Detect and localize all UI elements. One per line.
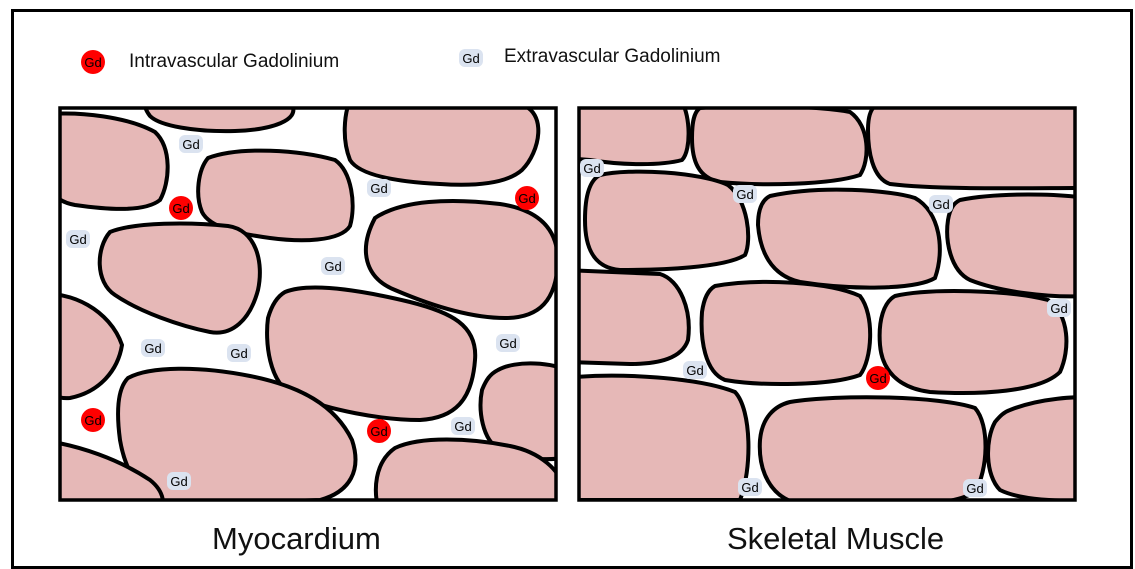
svg-text:Gd: Gd: [966, 481, 983, 496]
svg-text:Gd: Gd: [462, 51, 479, 66]
skeletal-panel: Gd Gd Gd Gd Gd Gd Gd Gd: [565, 100, 1090, 507]
svg-text:Gd: Gd: [230, 346, 247, 361]
extravascular-gd: Gd: [738, 478, 762, 496]
extravascular-gd: Gd: [367, 179, 391, 197]
svg-text:Gd: Gd: [499, 336, 516, 351]
svg-text:Gd: Gd: [370, 424, 387, 439]
muscle-fiber: [880, 291, 1067, 393]
intravascular-gd: Gd: [515, 186, 539, 210]
svg-text:Gd: Gd: [736, 187, 753, 202]
intravascular-gd: Gd: [81, 408, 105, 432]
muscle-fiber: [868, 104, 1085, 189]
muscle-fiber: [702, 282, 871, 384]
legend-extravascular-symbol: Gd: [459, 49, 483, 67]
svg-text:Gd: Gd: [686, 363, 703, 378]
skeletal-muscle-label: Skeletal Muscle: [727, 521, 944, 557]
myocyte: [37, 114, 167, 209]
myocyte: [145, 92, 294, 132]
muscle-fiber: [585, 172, 748, 270]
extravascular-gd: Gd: [66, 230, 90, 248]
svg-text:Gd: Gd: [741, 480, 758, 495]
svg-text:Gd: Gd: [869, 371, 886, 386]
extravascular-gd: Gd: [141, 339, 165, 357]
intravascular-gd: Gd: [169, 196, 193, 220]
extravascular-gd: Gd: [733, 185, 757, 203]
svg-text:Gd: Gd: [1050, 301, 1067, 316]
svg-text:Gd: Gd: [84, 55, 101, 70]
extravascular-gd: Gd: [1047, 299, 1071, 317]
svg-text:Gd: Gd: [182, 137, 199, 152]
legend-extravascular-label: Extravascular Gadolinium: [504, 46, 720, 68]
svg-text:Gd: Gd: [324, 259, 341, 274]
intravascular-gd: Gd: [367, 419, 391, 443]
muscle-fiber: [692, 106, 867, 184]
svg-text:Gd: Gd: [144, 341, 161, 356]
svg-text:Gd: Gd: [84, 413, 101, 428]
extravascular-gd: Gd: [580, 159, 604, 177]
svg-text:Gd: Gd: [454, 419, 471, 434]
extravascular-gd: Gd: [227, 344, 251, 362]
muscle-fiber: [947, 195, 1085, 297]
extravascular-gd: Gd: [451, 417, 475, 435]
muscle-fiber: [760, 397, 986, 507]
extravascular-gd: Gd: [683, 361, 707, 379]
legend-intravascular-label: Intravascular Gadolinium: [129, 51, 339, 73]
extravascular-gd: Gd: [496, 334, 520, 352]
muscle-fiber: [565, 270, 689, 364]
muscle-fiber: [758, 190, 940, 288]
muscle-fiber: [565, 376, 748, 500]
extravascular-gd: Gd: [929, 195, 953, 213]
svg-text:Gd: Gd: [172, 201, 189, 216]
extravascular-gd: Gd: [963, 479, 987, 497]
myocardium-label: Myocardium: [212, 521, 381, 557]
svg-text:Gd: Gd: [370, 181, 387, 196]
svg-text:Gd: Gd: [583, 161, 600, 176]
svg-text:Gd: Gd: [518, 191, 535, 206]
extravascular-gd: Gd: [321, 257, 345, 275]
svg-text:Gd: Gd: [69, 232, 86, 247]
extravascular-gd: Gd: [167, 472, 191, 490]
myocardium-panel: Gd Gd Gd Gd Gd Gd Gd Gd Gd Gd Gd Gd Gd: [37, 92, 575, 515]
intravascular-gd: Gd: [866, 366, 890, 390]
legend-intravascular-symbol: Gd: [81, 50, 105, 74]
svg-text:Gd: Gd: [170, 474, 187, 489]
extravascular-gd: Gd: [179, 135, 203, 153]
svg-text:Gd: Gd: [932, 197, 949, 212]
